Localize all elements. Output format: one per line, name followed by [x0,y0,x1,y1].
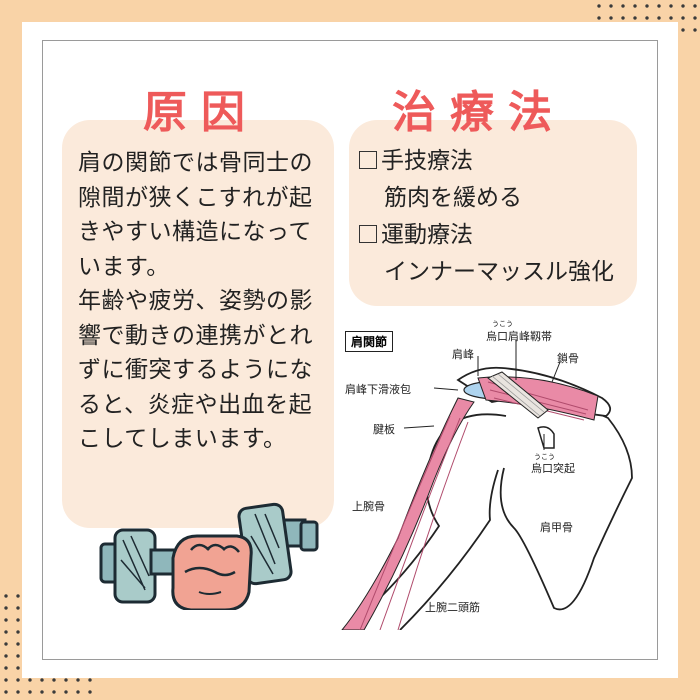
dumbbell-fist-illustration [99,502,319,610]
label-coracoid: 烏口突起 [531,462,575,475]
treatment-item-2: 運動療法 [359,218,473,252]
inner-frame [42,40,658,660]
treatment-item-label: 手技療法 [381,148,473,174]
treatment-item-1: 手技療法 [359,144,473,178]
treatment-panel [349,120,637,306]
cause-text: 肩の関節では骨同士の隙間が狭くこすれが起きやすい構造になっています。 年齢や疲労… [78,146,330,457]
cause-paragraph: 肩の関節では骨同士の隙間が狭くこすれが起きやすい構造になっています。 [78,150,313,280]
shoulder-joint-illustration [341,340,633,630]
treatment-item-2-detail: インナーマッスル強化 [384,259,614,285]
label-acromion: 肩峰 [452,348,474,361]
label-tendon-plate: 腱板 [373,423,395,436]
label-biceps: 上腕二頭筋 [425,601,480,614]
coracoid-ruby: うこう [534,453,555,461]
checkbox-icon [359,225,377,243]
coracoacromial-ruby: うこう [492,320,513,328]
label-subacromial-bursa: 肩峰下滑液包 [345,383,411,396]
label-coracoacromial-ligament: 烏口肩峰靱帯 [486,330,552,343]
treatment-item-label: 運動療法 [381,222,473,248]
label-clavicle: 鎖骨 [557,352,579,365]
label-scapula: 肩甲骨 [540,521,573,534]
checkbox-icon [359,151,377,169]
cause-paragraph: 年齢や疲労、姿勢の影響で動きの連携がとれずに衝突するようになると、炎症や出血を起… [78,288,313,452]
treatment-item-1-detail: 筋肉を緩める [384,185,522,211]
treatment-title: 治療法 [392,87,566,138]
cause-panel [62,120,334,528]
diagram-title: 肩関節 [345,331,394,352]
label-humerus: 上腕骨 [352,500,385,513]
cause-title: 原因 [143,87,259,138]
